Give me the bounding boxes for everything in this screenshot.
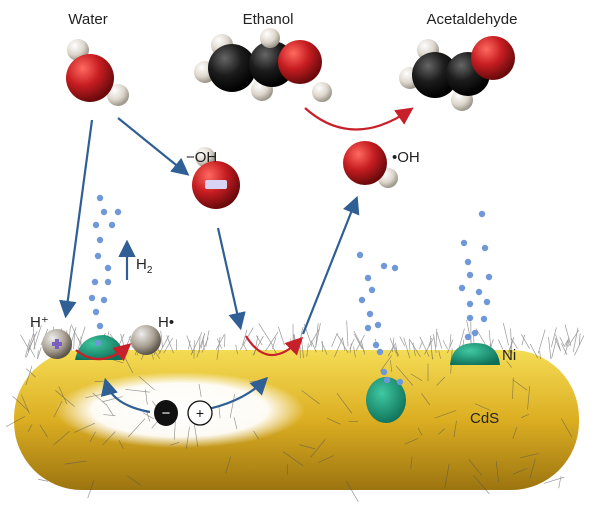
bubble (480, 315, 488, 323)
label-hydrogen-radical: H• (158, 314, 174, 331)
label-proton: H⁺ (30, 314, 49, 331)
bubble (396, 378, 404, 386)
ni-particle (75, 335, 123, 360)
bubble (92, 221, 100, 229)
bubble (100, 296, 108, 304)
bubble (466, 300, 474, 308)
arrow-ethanol-to-acetaldehyde (304, 107, 414, 131)
bubble (466, 271, 474, 279)
bubble (460, 239, 468, 247)
label-hydroxyl-radical: •OH (392, 149, 420, 166)
bubble (478, 210, 486, 218)
svg-text:−: − (162, 405, 171, 422)
bubble (391, 264, 399, 272)
bubble (96, 194, 104, 202)
bubble (466, 314, 474, 322)
bubble (364, 274, 372, 282)
bubble (464, 333, 472, 341)
bubble (464, 258, 472, 266)
bubble (108, 221, 116, 229)
arrow-to-hydroxyl-radical (301, 195, 360, 335)
label-hydroxide: −OH (186, 149, 217, 166)
svg-text:+: + (196, 405, 204, 421)
bubble (96, 236, 104, 244)
bubble (475, 288, 483, 296)
bubble (368, 286, 376, 294)
bubble (471, 329, 479, 337)
bubble (485, 273, 493, 281)
bubble (100, 208, 108, 216)
arrow-hydroxide-to-surface (216, 227, 246, 331)
bubble (91, 278, 99, 286)
arrow-water-to-proton (59, 119, 94, 319)
water-molecule (66, 39, 129, 106)
bubble (366, 310, 374, 318)
electron-icon (154, 400, 178, 426)
bubble (114, 208, 122, 216)
label-cds: CdS (470, 410, 499, 427)
bubble (94, 252, 102, 260)
bubble (364, 324, 372, 332)
label-acetaldehyde: Acetaldehyde (427, 11, 518, 28)
hydroxyl-radical (343, 141, 398, 188)
arrow-proton-reduction (75, 343, 132, 362)
bubble (94, 339, 102, 347)
hydroxide-ion (192, 147, 240, 209)
ethanol-molecule (194, 28, 332, 102)
bubble (483, 298, 491, 306)
bubble (356, 251, 364, 259)
bubble (92, 308, 100, 316)
proton (42, 329, 72, 359)
ni-particle (366, 377, 406, 423)
bubble (481, 244, 489, 252)
acetaldehyde-molecule (399, 36, 515, 111)
bubble (458, 284, 466, 292)
hydrogen-atom (131, 325, 161, 355)
bubble (380, 368, 388, 376)
label-ethanol: Ethanol (243, 11, 294, 28)
label-hydrogen: H2 (136, 256, 153, 276)
hole-icon (187, 400, 213, 426)
hydrogen-bubbles (88, 194, 493, 386)
bubble (104, 278, 112, 286)
bubble (358, 296, 366, 304)
arrow-electron-transfer (100, 377, 151, 414)
minus-charge-icon (205, 180, 227, 189)
electron-hole-pair: − + (154, 400, 213, 426)
bubble (96, 322, 104, 330)
bubble (104, 264, 112, 272)
bubble (372, 341, 380, 349)
bubble (383, 376, 391, 384)
bubble (376, 348, 384, 356)
arrow-oxidation (245, 335, 304, 357)
arrow-water-to-hydroxide (117, 117, 190, 176)
label-water: Water (68, 11, 107, 28)
bubble (374, 321, 382, 329)
bubble (380, 262, 388, 270)
ni-particle (450, 343, 500, 365)
label-nickel: Ni (502, 347, 516, 364)
bubble (88, 294, 96, 302)
